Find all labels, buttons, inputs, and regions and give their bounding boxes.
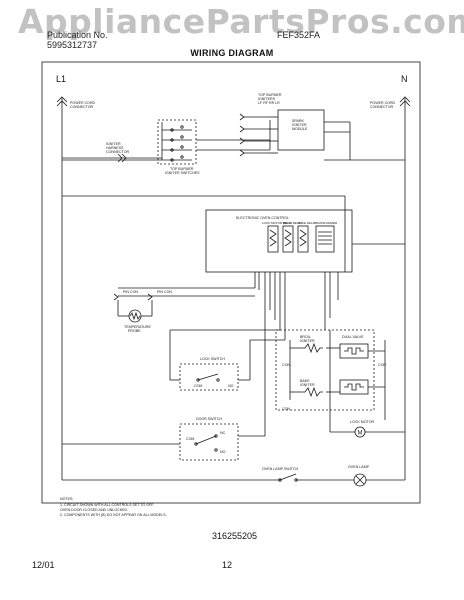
- lock-switch: [179, 363, 239, 391]
- broil-con-label: CON: [282, 363, 290, 367]
- spark-module-label-2: IGNITER: [292, 123, 307, 127]
- spark-module: [277, 109, 325, 151]
- door-switch-nc-label: NC: [220, 431, 226, 435]
- door-switch-no-label: NO: [220, 450, 226, 454]
- notes-line-2: OVEN DOOR CLOSED AND UNLOCKED.: [60, 508, 128, 512]
- footer-page-number: 12: [222, 560, 233, 570]
- temp-probe-label-2: PROBE: [128, 329, 141, 333]
- door-switch-com-label: COM: [186, 437, 194, 441]
- power-cord-left-symbol: [56, 96, 68, 107]
- broil-igniter: [302, 342, 323, 354]
- top-burner-igniters-label-3: LF RF RR LR: [258, 101, 280, 105]
- lock-switch-label: LOCK SWITCH: [200, 357, 225, 361]
- lock-motor-relay-label: LOCK MOTOR RELAY: [262, 221, 293, 225]
- publication-number: 5995312737: [47, 40, 98, 50]
- bake-relay-label: BAKE RELAY: [298, 221, 316, 225]
- notes-heading: NOTES:: [60, 497, 73, 501]
- publication-label: Publication No.: [47, 30, 108, 40]
- svg-text:M: M: [358, 431, 363, 437]
- notes-line-1: 1. CIRCUIT SHOWN WITH ALL CONTROLS SET T…: [60, 503, 154, 507]
- power-cord-right-symbol: [399, 96, 411, 107]
- door-switch-label: DOOR SWITCH: [196, 417, 222, 421]
- top-burner-igniters-label-1: TOP BURNER: [258, 93, 282, 97]
- lock-motor-label: LOCK MOTOR: [350, 420, 374, 424]
- valve-con-label: CON: [378, 363, 386, 367]
- top-burner-igniters-label-2: IGNITERS: [258, 97, 276, 101]
- power-cord-left-label-1: POWER CORD: [70, 101, 96, 105]
- bake-con-label: CON: [282, 407, 290, 411]
- oven-lamp-switch-label: OVEN LAMP SWITCH: [262, 467, 298, 471]
- spark-module-label-1: SPARK: [292, 119, 305, 123]
- notes-line-3: 2. COMPONENTS WITH (B) DO NOT APPEAR ON …: [60, 513, 167, 517]
- power-cord-right-label-1: POWER CORD: [370, 101, 396, 105]
- diagram-title: WIRING DIAGRAM: [190, 48, 274, 58]
- power-cord-left-label-2: CONNECTOR: [70, 105, 93, 109]
- broil-igniter-label-1: BROIL: [300, 335, 311, 339]
- spark-module-label-3: MODULE: [292, 127, 308, 131]
- bake-igniter-label-1: BAKE: [300, 379, 310, 383]
- transformer-label: TRANSFORMER: [314, 221, 338, 225]
- top-burner-switches-label-2: IGNITER SWITCHES: [165, 171, 200, 175]
- terminal-n: N: [401, 74, 408, 84]
- pin-con-right-label: PIN CON: [157, 290, 172, 294]
- broil-relay-label: BROIL RELAY: [283, 221, 302, 225]
- lock-switch-com-label: COM: [194, 384, 202, 388]
- igniter-harness-label-1: IGNITER: [106, 142, 121, 146]
- terminal-l1: L1: [56, 74, 66, 84]
- oven-control-label: ELECTRONIC OVEN CONTROL: [236, 216, 289, 220]
- electronic-oven-control: [205, 209, 353, 273]
- broil-igniter-label-2: IGNITER: [300, 339, 315, 343]
- dual-valve-label: DUAL VALVE: [342, 335, 364, 339]
- bake-igniter: [302, 386, 323, 398]
- top-burner-switches-label-1: TOP BURNER: [170, 167, 194, 171]
- lock-switch-no-label: NO: [228, 384, 234, 388]
- bake-igniter-label-2: IGNITER: [300, 383, 315, 387]
- footer-date: 12/01: [32, 560, 55, 570]
- oven-lamp-label: OVEN LAMP: [348, 465, 370, 469]
- pin-con-left-label: PIN CON: [123, 290, 138, 294]
- diagram-frame: [41, 61, 421, 504]
- watermark: AppliancePartsPros.com: [18, 2, 464, 41]
- power-cord-right-label-2: CONNECTOR: [370, 105, 393, 109]
- igniter-harness-symbol: [117, 153, 127, 163]
- top-burner-switches: [157, 119, 197, 165]
- igniter-harness-label-2: HARNESS: [106, 146, 124, 150]
- model-number: FEF352FA: [277, 30, 321, 40]
- top-burner-igniters: [239, 113, 268, 157]
- igniter-valve-group: [275, 329, 375, 411]
- igniter-harness-label-3: CONNECTOR: [106, 150, 129, 154]
- door-switch: [179, 423, 239, 461]
- temp-probe-label-1: TEMPERATURE: [124, 325, 151, 329]
- part-number: 316255205: [212, 531, 258, 541]
